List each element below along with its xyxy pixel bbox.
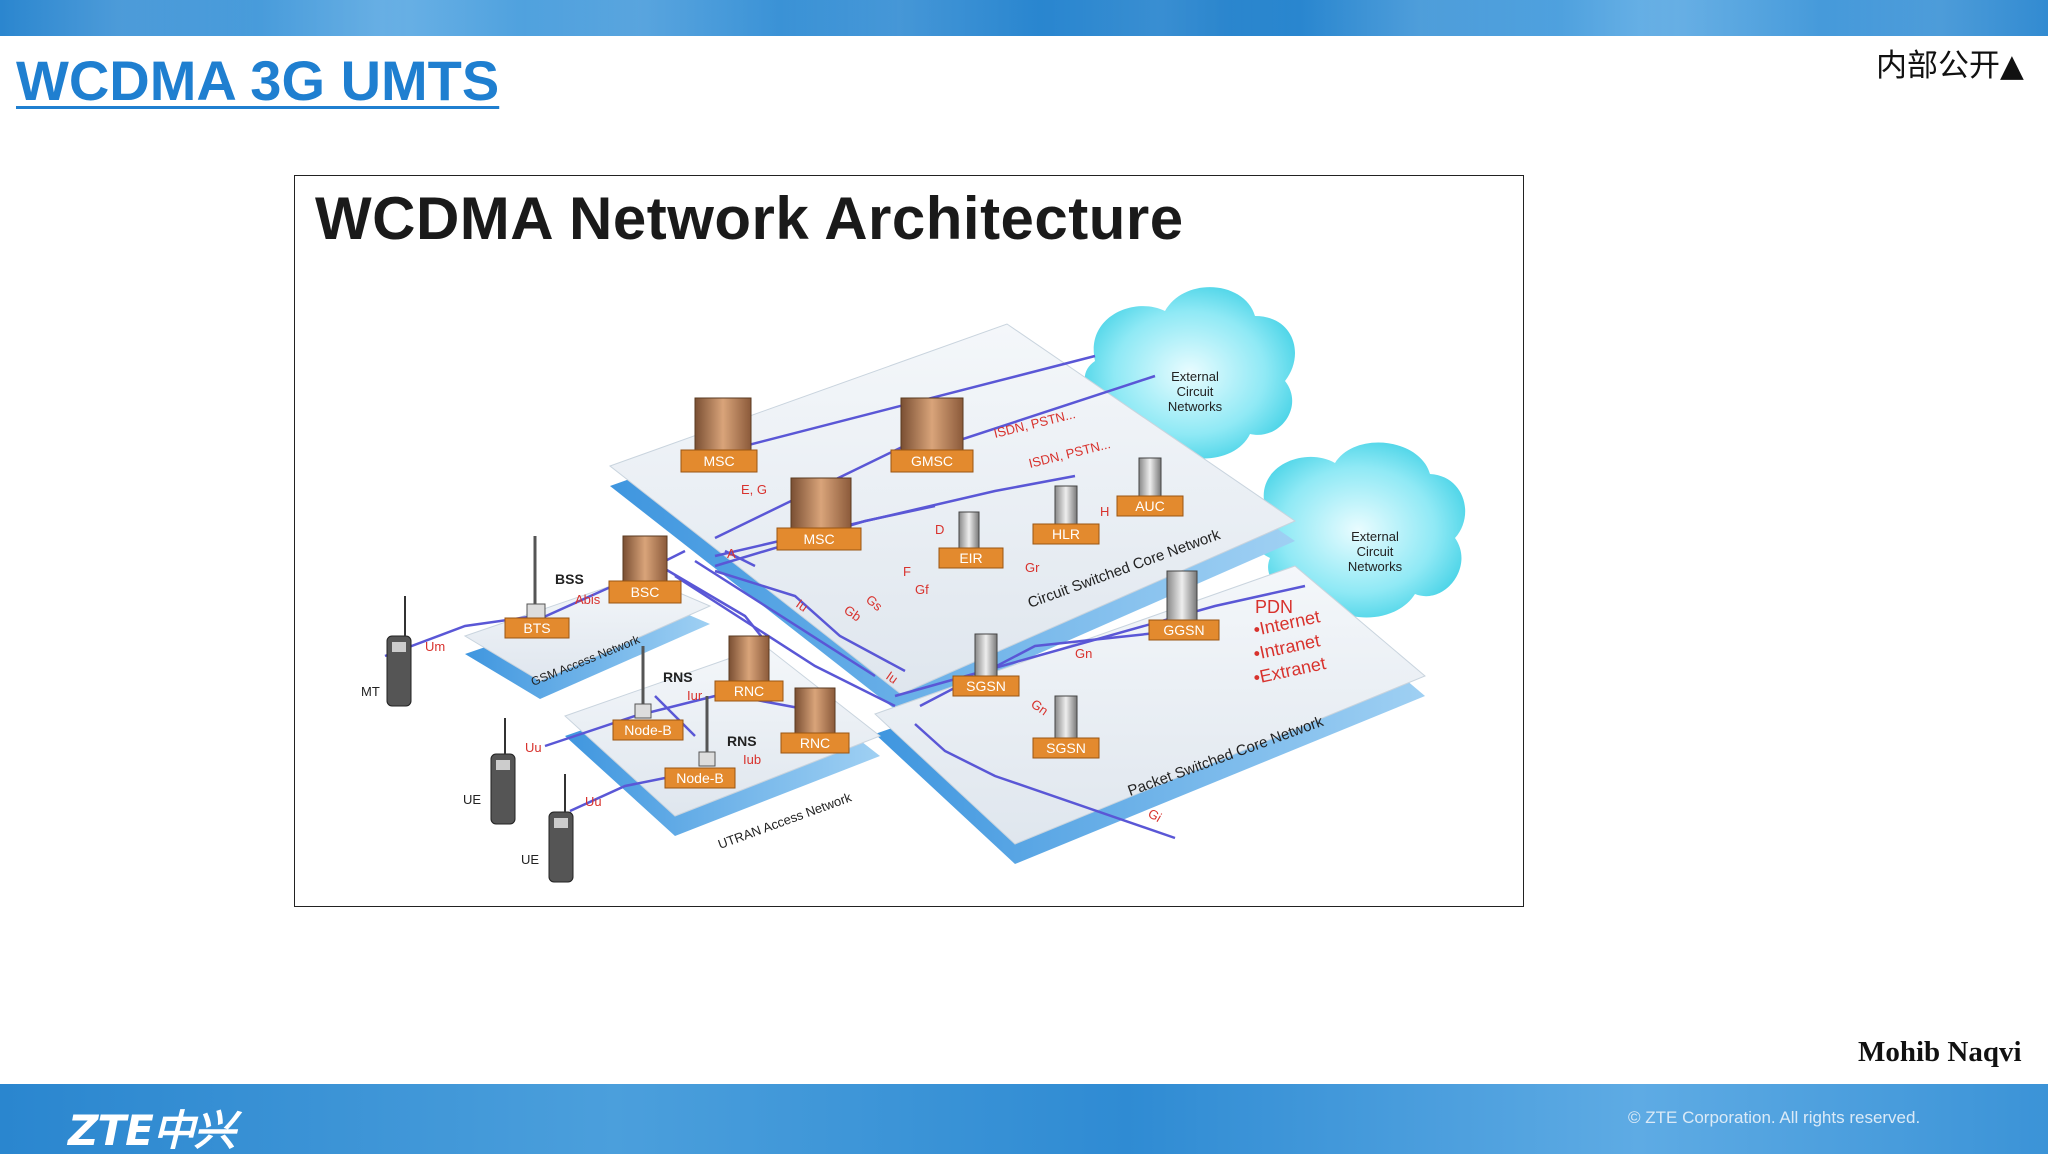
header-band <box>0 0 2048 36</box>
cloud-2-text: External Circuit Networks <box>1348 529 1403 574</box>
rns-1-label: RNS <box>663 669 693 685</box>
node-b-2-label: Node-B <box>676 770 723 786</box>
svg-text:Gf: Gf <box>915 582 929 597</box>
sgsn-1: SGSN <box>952 633 1020 697</box>
svg-text:Uu: Uu <box>585 794 602 809</box>
hlr-label: HLR <box>1052 526 1080 542</box>
svg-text:Circuit: Circuit <box>1177 384 1214 399</box>
svg-text:Iub: Iub <box>743 752 761 767</box>
node-b-1: Node-B <box>612 646 684 741</box>
svg-text:Abis: Abis <box>575 592 601 607</box>
sgsn-2: SGSN <box>1032 695 1100 759</box>
msc-top-label: MSC <box>703 453 734 469</box>
header-band-sheen <box>0 0 2048 36</box>
rnc-1: RNC <box>714 635 784 702</box>
cloud-1-text: External Circuit Networks <box>1168 369 1223 414</box>
author-name: Mohib Naqvi <box>1858 1036 2022 1068</box>
msc-top: MSC <box>680 397 758 473</box>
sgsn-1-label: SGSN <box>966 678 1006 694</box>
bsc-label: BSC <box>631 584 660 600</box>
packet-switched-platform <box>874 565 1426 864</box>
svg-text:Uu: Uu <box>525 740 542 755</box>
node-b-1-label: Node-B <box>624 722 671 738</box>
rnc-2-label: RNC <box>800 735 830 751</box>
mt-handset <box>386 596 412 707</box>
ue-2-label: UE <box>521 852 539 867</box>
zte-logo: ZTE中兴 <box>68 1106 236 1155</box>
rnc-2: RNC <box>780 687 850 754</box>
rns-2-label: RNS <box>727 733 757 749</box>
eir-label: EIR <box>959 550 982 566</box>
ggsn-label: GGSN <box>1163 622 1204 638</box>
ue-1-label: UE <box>463 792 481 807</box>
auc-label: AUC <box>1135 498 1165 514</box>
bsc: BSC <box>608 535 682 604</box>
svg-text:PDN: PDN <box>1255 597 1293 617</box>
gmsc: GMSC <box>890 397 974 473</box>
svg-text:Networks: Networks <box>1348 559 1403 574</box>
svg-text:E, G: E, G <box>741 482 767 497</box>
ue-handset-2 <box>548 774 574 883</box>
architecture-diagram: MSC GMSC MSC EIR HLR AUC <box>361 287 1466 883</box>
bss-label: BSS <box>555 571 584 587</box>
diagram-title: WCDMA Network Architecture <box>315 185 1184 252</box>
gmsc-label: GMSC <box>911 453 953 469</box>
bts-label: BTS <box>523 620 550 636</box>
footer-band <box>0 1084 2048 1154</box>
svg-text:Gn: Gn <box>1075 646 1092 661</box>
svg-text:H: H <box>1100 504 1109 519</box>
msc-center-label: MSC <box>803 531 834 547</box>
svg-text:F: F <box>903 564 911 579</box>
architecture-figure: WCDMA Network Architecture <box>294 175 1524 907</box>
slide-title: WCDMA 3G UMTS <box>16 49 500 112</box>
ue-handset-1 <box>490 718 516 825</box>
sgsn-2-label: SGSN <box>1046 740 1086 756</box>
svg-text:Gr: Gr <box>1025 560 1040 575</box>
svg-text:Iur: Iur <box>687 688 703 703</box>
svg-text:Circuit: Circuit <box>1357 544 1394 559</box>
hlr: HLR <box>1032 485 1100 545</box>
svg-text:D: D <box>935 522 944 537</box>
svg-text:Networks: Networks <box>1168 399 1223 414</box>
ggsn: GGSN <box>1148 570 1220 641</box>
node-b-2: Node-B <box>664 696 736 789</box>
svg-text:External: External <box>1171 369 1219 384</box>
mt-label: MT <box>361 684 380 699</box>
svg-text:External: External <box>1351 529 1399 544</box>
bts: BTS <box>504 536 570 639</box>
auc: AUC <box>1116 457 1184 517</box>
svg-text:A: A <box>727 546 736 561</box>
pdn-list: PDN •Internet •Intranet •Extranet <box>1252 597 1328 688</box>
classification-label: 内部公开▲ <box>1876 48 2024 84</box>
rnc-1-label: RNC <box>734 683 764 699</box>
eir: EIR <box>938 511 1004 569</box>
svg-text:Um: Um <box>425 639 445 654</box>
msc-center: MSC <box>776 477 862 551</box>
copyright-notice: © ZTE Corporation. All rights reserved. <box>1628 1108 1921 1127</box>
